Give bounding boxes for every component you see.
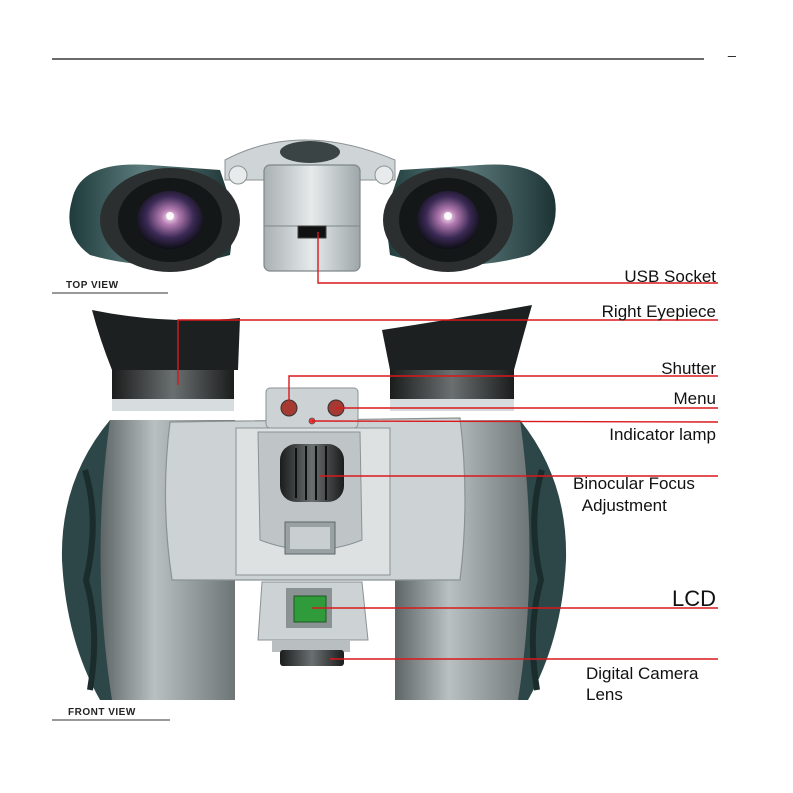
top-view-illustration [69,140,555,272]
camera-lens-icon [280,650,344,666]
top-camera-housing [264,165,360,271]
lamp-leader [312,421,718,422]
front-view-label: FRONT VIEW [68,707,136,718]
indicator-lamp-label: Indicator lamp [609,425,716,444]
front-view-illustration [62,305,566,700]
focus-label-line2: Adjustment [578,496,667,515]
usb-socket-icon [298,226,326,238]
shutter-button-icon [281,400,297,416]
focus-wheel-icon [280,444,344,502]
shutter-label: Shutter [661,359,716,378]
menu-label: Menu [673,389,716,408]
left-eyepiece-ring [112,365,234,399]
focus-label-line1: Binocular Focus [573,474,695,493]
left-eyecup [92,310,240,370]
right-eyepiece-label: Right Eyepiece [602,302,716,321]
lcd-label: LCD [672,586,716,611]
top-view-label: TOP VIEW [66,280,119,291]
right-eyecup [382,305,532,370]
usb-socket-label: USB Socket [624,267,716,286]
page-mark: _ [727,41,736,57]
right-eyepiece-ring [390,365,514,399]
lens-label-line2: Lens [586,685,623,704]
lcd-screen-icon [294,596,326,622]
lens-label-line1: Digital Camera [586,664,699,683]
